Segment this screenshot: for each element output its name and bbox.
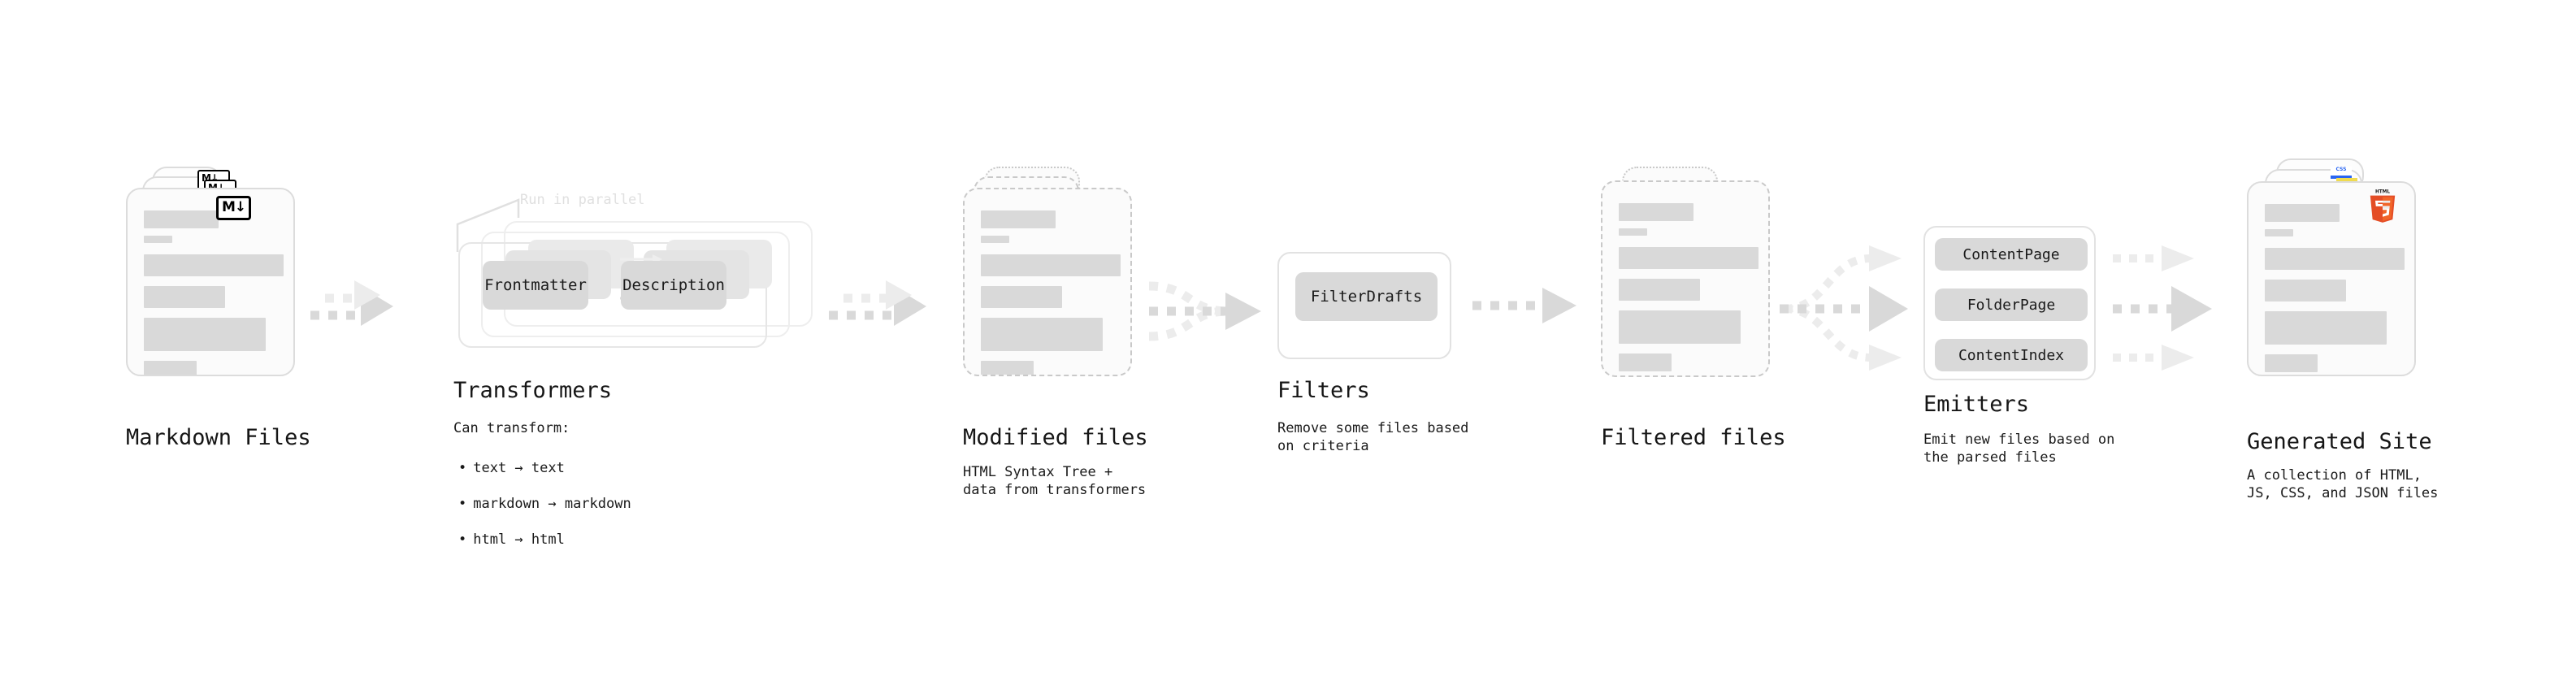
markdown-file-stack: M↓ M↓ M↓	[126, 167, 305, 376]
markdown-card-front	[126, 188, 295, 376]
content-bar	[981, 254, 1121, 276]
content-bar	[2265, 311, 2387, 345]
content-bar	[144, 254, 284, 276]
markdown-card-bars	[144, 210, 284, 375]
filters-box: FilterDrafts	[1277, 252, 1451, 359]
content-bar	[144, 361, 197, 375]
content-bar	[2265, 354, 2318, 372]
stage-title-filters: Filters	[1277, 378, 1370, 403]
generated-card-bars	[2265, 204, 2405, 375]
stage-title-transformers: Transformers	[453, 378, 613, 403]
stage-title-markdown-files: Markdown Files	[126, 425, 311, 450]
content-bar	[144, 236, 172, 243]
transformer-pill-description[interactable]: Description	[621, 261, 726, 310]
filtered-card-front	[1601, 180, 1770, 377]
transformer-pill-frontmatter[interactable]: Frontmatter	[483, 261, 588, 310]
list-item: html → html	[453, 531, 631, 549]
content-bar	[2265, 248, 2405, 270]
content-bar	[1619, 247, 1759, 269]
arrow-modified-to-filters	[1146, 267, 1276, 356]
run-in-parallel-hint: Run in parallel	[520, 192, 645, 208]
filter-pill-filterdrafts[interactable]: FilterDrafts	[1295, 272, 1438, 321]
content-bar	[144, 286, 225, 308]
stage-subtitle-generated-site: A collection of HTML, JS, CSS, and JSON …	[2247, 467, 2439, 501]
modified-card-bars	[981, 210, 1121, 375]
content-bar	[981, 361, 1034, 375]
content-bar	[981, 286, 1062, 308]
content-bar	[981, 236, 1009, 243]
run-in-parallel-bracket	[456, 198, 520, 252]
markdown-badge: M↓	[216, 196, 252, 220]
content-bar	[2265, 280, 2346, 301]
css-badge: CSS	[2331, 167, 2352, 179]
stage-subtitle-transformers: Can transform:	[453, 420, 570, 436]
transformer-capability-list: text → text markdown → markdown html → h…	[453, 441, 631, 566]
stage-transformers: Run in parallel Frontmatter Description	[447, 192, 821, 362]
modified-card-front	[963, 188, 1132, 376]
content-bar	[144, 210, 219, 228]
list-item: markdown → markdown	[453, 495, 631, 513]
content-bar	[981, 210, 1056, 228]
emitter-pill-contentindex[interactable]: ContentIndex	[1935, 339, 2088, 371]
arrow-markdown-to-transformers	[310, 280, 400, 337]
content-bar	[1619, 203, 1693, 221]
stage-subtitle-modified-files: HTML Syntax Tree + data from transformer…	[963, 464, 1147, 498]
generated-file-stack: CSS HTML	[2247, 158, 2434, 376]
transformer-box-mid	[481, 232, 790, 337]
stage-markdown-files: M↓ M↓ M↓	[126, 167, 305, 376]
stage-subtitle-emitters: Emit new files based on the parsed files	[1923, 432, 2115, 466]
emitter-pill-contentpage[interactable]: ContentPage	[1935, 238, 2088, 271]
stage-title-modified-files: Modified files	[963, 425, 1148, 450]
filtered-file-stack	[1601, 167, 1780, 377]
content-bar	[1619, 354, 1672, 371]
list-item: text → text	[453, 459, 631, 477]
content-bar	[1619, 279, 1700, 301]
modified-file-stack	[963, 167, 1142, 376]
emitter-pill-folderpage[interactable]: FolderPage	[1935, 288, 2088, 321]
stage-modified-files	[963, 167, 1142, 376]
content-bar	[1619, 228, 1647, 236]
arrow-filtered-to-emitters	[1780, 234, 1934, 384]
content-bar	[2265, 229, 2293, 236]
stage-filtered-files	[1601, 167, 1780, 377]
filtered-card-bars	[1619, 203, 1759, 375]
content-bar	[144, 318, 266, 351]
arrow-emitters-to-site	[2113, 234, 2259, 384]
html5-icon: HTML	[2370, 189, 2396, 223]
stage-subtitle-filters: Remove some files based on criteria	[1277, 420, 1469, 454]
content-bar	[1619, 310, 1741, 344]
stage-title-emitters: Emitters	[1923, 392, 2030, 417]
emitters-box: ContentPage FolderPage ContentIndex	[1923, 226, 2096, 380]
stage-generated-site: CSS HTML	[2247, 158, 2434, 376]
arrow-transformers-to-modified	[829, 280, 935, 337]
svg-text:HTML: HTML	[2375, 189, 2390, 194]
stage-title-filtered-files: Filtered files	[1601, 425, 1786, 450]
content-bar	[981, 318, 1103, 351]
content-bar	[2265, 204, 2340, 222]
arrow-filters-to-filtered	[1472, 286, 1586, 327]
stage-title-generated-site: Generated Site	[2247, 429, 2432, 454]
